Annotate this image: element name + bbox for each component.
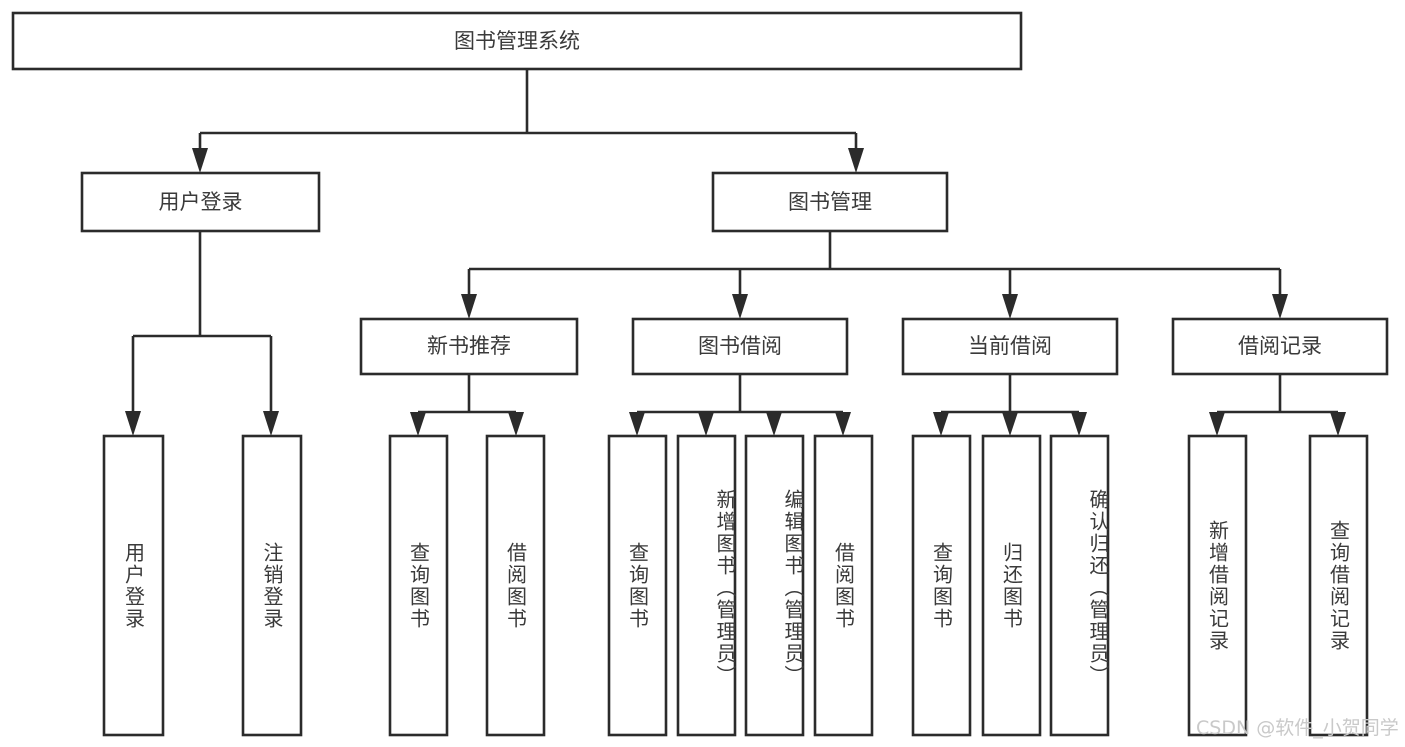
node-box-root[interactable] bbox=[11, 11, 1023, 71]
node-box-leaf-user-login[interactable] bbox=[102, 434, 165, 737]
node-box-leaf-borrow-book-1[interactable] bbox=[485, 434, 546, 737]
node-box-leaf-query-record[interactable] bbox=[1308, 434, 1369, 737]
edge-new-book-rec-to-leaves bbox=[410, 374, 524, 436]
edge-book-borrow-to-leaves bbox=[629, 374, 851, 436]
node-box-leaf-query-book-1[interactable] bbox=[388, 434, 449, 737]
node-box-current-borrow[interactable] bbox=[901, 317, 1119, 376]
node-box-leaf-return-book[interactable] bbox=[981, 434, 1042, 737]
node-box-leaf-edit-book[interactable] bbox=[744, 434, 805, 737]
node-box-leaf-query-book-3[interactable] bbox=[911, 434, 972, 737]
node-box-book-manage[interactable] bbox=[711, 171, 949, 233]
node-box-new-book-rec[interactable] bbox=[359, 317, 579, 376]
node-box-leaf-confirm-return[interactable] bbox=[1049, 434, 1110, 737]
node-box-leaf-borrow-book-2[interactable] bbox=[813, 434, 874, 737]
edge-root-to-level2 bbox=[192, 69, 864, 173]
node-box-leaf-add-record[interactable] bbox=[1187, 434, 1248, 737]
node-box-user-login[interactable] bbox=[80, 171, 321, 233]
edge-book-manage-to-level3 bbox=[461, 231, 1288, 319]
node-box-borrow-record[interactable] bbox=[1171, 317, 1389, 376]
node-box-leaf-logout[interactable] bbox=[241, 434, 303, 737]
edge-user-login-to-leaves bbox=[125, 231, 279, 436]
node-box-leaf-add-book[interactable] bbox=[676, 434, 737, 737]
node-box-book-borrow[interactable] bbox=[631, 317, 849, 376]
edge-current-borrow-to-leaves bbox=[933, 374, 1087, 436]
edge-borrow-record-to-leaves bbox=[1209, 374, 1346, 436]
node-box-leaf-query-book-2[interactable] bbox=[607, 434, 668, 737]
